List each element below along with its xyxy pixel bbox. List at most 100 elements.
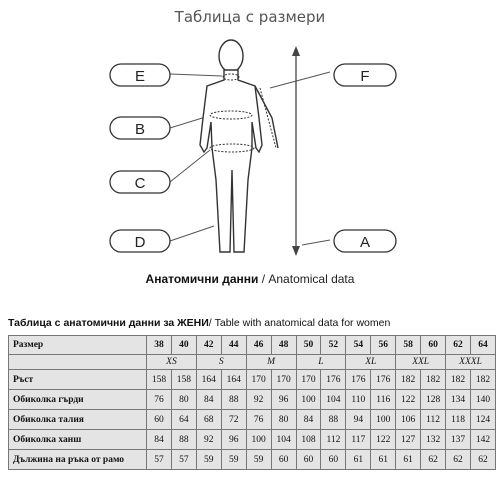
empty-cell — [8, 354, 147, 370]
value-cell: 100 — [370, 409, 397, 430]
row-label-cell: Обиколка гърди — [8, 389, 147, 410]
value-cell: 104 — [270, 429, 297, 450]
value-cell: 57 — [170, 449, 197, 470]
value-cell: 158 — [170, 369, 197, 390]
table-title: Таблица с анатомични данни за ЖЕНИ/ Tabl… — [8, 317, 390, 329]
value-cell: 164 — [195, 369, 222, 390]
size-cell: 46 — [245, 335, 272, 355]
size-code-cell: XL — [345, 354, 397, 370]
value-cell: 142 — [469, 429, 497, 450]
value-cell: 60 — [320, 449, 347, 470]
value-cell: 170 — [270, 369, 297, 390]
value-cell: 170 — [295, 369, 322, 390]
height-arrow — [292, 46, 300, 256]
size-table: Размер 38 40 42 44 46 48 50 52 54 56 58 … — [8, 335, 497, 470]
anatomy-figure: E B C D F A — [109, 39, 397, 256]
row-label-cell: Ръст — [8, 369, 147, 390]
value-cell: 96 — [220, 429, 247, 450]
value-cell: 92 — [195, 429, 222, 450]
connector-lines — [169, 71, 331, 246]
size-cell: 54 — [345, 335, 372, 355]
value-cell: 132 — [420, 429, 447, 450]
value-cell: 80 — [170, 389, 197, 410]
value-cell: 106 — [395, 409, 422, 430]
value-cell: 122 — [370, 429, 397, 450]
label-box-f: F — [333, 63, 397, 87]
value-cell: 62 — [445, 449, 471, 470]
value-cell: 176 — [345, 369, 372, 390]
row-label-cell: Обиколка ханш — [8, 429, 147, 450]
label-a: A — [360, 234, 370, 251]
value-cell: 127 — [395, 429, 422, 450]
size-cell: 38 — [146, 335, 172, 355]
value-cell: 61 — [345, 449, 372, 470]
size-cell: 62 — [445, 335, 471, 355]
value-cell: 84 — [146, 429, 172, 450]
size-cell: 58 — [395, 335, 422, 355]
size-code-cell: L — [295, 354, 347, 370]
value-cell: 61 — [395, 449, 422, 470]
size-cell: 60 — [420, 335, 447, 355]
body-silhouette — [199, 39, 263, 253]
value-cell: 122 — [395, 389, 422, 410]
value-cell: 100 — [295, 389, 322, 410]
value-cell: 134 — [445, 389, 471, 410]
value-cell: 182 — [445, 369, 471, 390]
value-cell: 64 — [170, 409, 197, 430]
label-d: D — [135, 234, 146, 251]
value-cell: 176 — [320, 369, 347, 390]
value-cell: 76 — [245, 409, 272, 430]
caption-light: / Anatomical data — [258, 272, 355, 286]
table-code-row: XS S M L XL XXL XXXL — [8, 354, 496, 370]
size-code-cell: M — [245, 354, 297, 370]
page-title: Таблица с размери — [174, 8, 326, 26]
table-title-light: / Table with anatomical data for women — [208, 317, 391, 329]
size-code-cell: S — [195, 354, 247, 370]
value-cell: 108 — [295, 429, 322, 450]
label-box-c: C — [109, 170, 171, 194]
value-cell: 182 — [469, 369, 497, 390]
row-label-cell: Дължина на ръка от рамо — [8, 449, 147, 470]
value-cell: 124 — [469, 409, 497, 430]
measure-lines — [209, 73, 277, 153]
value-cell: 88 — [220, 389, 247, 410]
label-b: B — [135, 121, 145, 138]
value-cell: 158 — [146, 369, 172, 390]
value-cell: 118 — [445, 409, 471, 430]
value-cell: 170 — [245, 369, 272, 390]
value-cell: 80 — [270, 409, 297, 430]
value-cell: 94 — [345, 409, 372, 430]
size-cell: 44 — [220, 335, 247, 355]
value-cell: 182 — [395, 369, 422, 390]
table-header-row: Размер 38 40 42 44 46 48 50 52 54 56 58 … — [8, 335, 497, 355]
value-cell: 84 — [195, 389, 222, 410]
value-cell: 116 — [370, 389, 397, 410]
table-title-bold: Таблица с анатомични данни за ЖЕНИ — [8, 317, 209, 329]
value-cell: 100 — [245, 429, 272, 450]
size-cell: 52 — [320, 335, 347, 355]
figure-caption: Анатомични данни / Anatomical data — [0, 272, 500, 286]
value-cell: 62 — [420, 449, 447, 470]
value-cell: 60 — [295, 449, 322, 470]
value-cell: 92 — [245, 389, 272, 410]
size-cell: 48 — [270, 335, 297, 355]
row-label-cell: Обиколка талия — [8, 409, 147, 430]
value-cell: 117 — [345, 429, 372, 450]
label-f: F — [360, 68, 369, 85]
label-box-a: A — [333, 229, 397, 253]
value-cell: 62 — [469, 449, 497, 470]
value-cell: 84 — [295, 409, 322, 430]
value-cell: 59 — [220, 449, 247, 470]
value-cell: 112 — [320, 429, 347, 450]
caption-bold: Анатомични данни — [145, 272, 259, 286]
size-code-cell: XS — [146, 354, 197, 370]
value-cell: 110 — [345, 389, 372, 410]
value-cell: 137 — [445, 429, 471, 450]
size-cell: 40 — [170, 335, 197, 355]
value-cell: 88 — [320, 409, 347, 430]
